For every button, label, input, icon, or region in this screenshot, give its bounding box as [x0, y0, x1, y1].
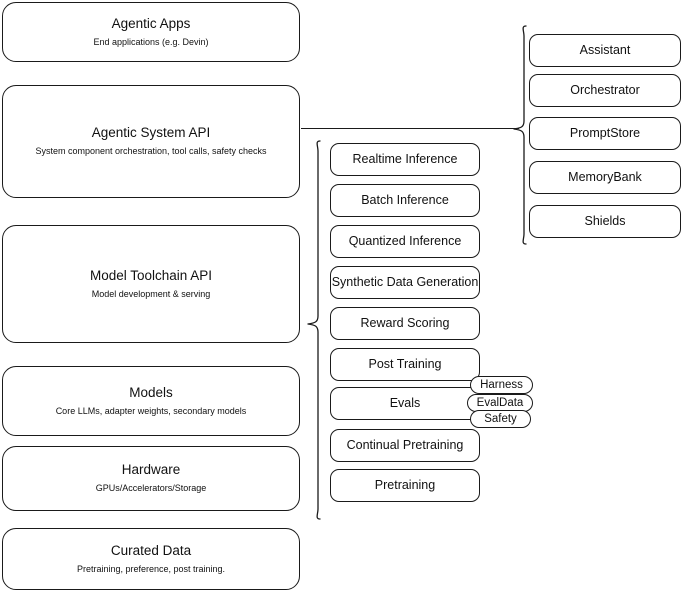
- component-box-evals[interactable]: Evals: [330, 387, 480, 420]
- component-label: Quantized Inference: [348, 233, 462, 248]
- component-label: MemoryBank: [568, 169, 642, 184]
- layer-box-models[interactable]: Models Core LLMs, adapter weights, secon…: [2, 366, 300, 436]
- layer-box-agentic-system-api[interactable]: Agentic System API System component orch…: [2, 85, 300, 198]
- component-box-reward-scoring[interactable]: Reward Scoring: [330, 307, 480, 340]
- component-box-orchestrator[interactable]: Orchestrator: [529, 74, 681, 107]
- component-label: Evals: [389, 395, 421, 410]
- component-box-post-training[interactable]: Post Training: [330, 348, 480, 381]
- component-box-quantized-inference[interactable]: Quantized Inference: [330, 225, 480, 258]
- connector-agentic-system-to-components: [301, 128, 519, 130]
- component-label: Reward Scoring: [360, 315, 450, 330]
- component-box-assistant[interactable]: Assistant: [529, 34, 681, 67]
- component-box-promptstore[interactable]: PromptStore: [529, 117, 681, 150]
- component-box-realtime-inference[interactable]: Realtime Inference: [330, 143, 480, 176]
- component-box-memorybank[interactable]: MemoryBank: [529, 161, 681, 194]
- component-label: Shields: [584, 213, 626, 228]
- component-box-pretraining[interactable]: Pretraining: [330, 469, 480, 502]
- layer-box-hardware[interactable]: Hardware GPUs/Accelerators/Storage: [2, 446, 300, 511]
- pill-label: Safety: [484, 413, 517, 425]
- layer-title: Curated Data: [110, 542, 192, 558]
- pill-label: Harness: [480, 379, 523, 391]
- component-box-continual-pretraining[interactable]: Continual Pretraining: [330, 429, 480, 462]
- component-box-synthetic-data-generation[interactable]: Synthetic Data Generation: [330, 266, 480, 299]
- brace-agentic-components: [513, 25, 527, 245]
- component-label: Continual Pretraining: [346, 437, 464, 452]
- layer-box-model-toolchain-api[interactable]: Model Toolchain API Model development & …: [2, 225, 300, 343]
- brace-toolchain: [307, 140, 321, 520]
- component-label: Synthetic Data Generation: [331, 274, 479, 289]
- layer-box-curated-data[interactable]: Curated Data Pretraining, preference, po…: [2, 528, 300, 590]
- component-label: Orchestrator: [570, 82, 640, 97]
- component-label: Realtime Inference: [352, 151, 458, 166]
- layer-title: Models: [129, 384, 173, 400]
- component-label: Post Training: [368, 356, 442, 371]
- layer-title: Model Toolchain API: [89, 267, 213, 283]
- pill-safety[interactable]: Safety: [470, 410, 531, 428]
- component-box-shields[interactable]: Shields: [529, 205, 681, 238]
- layer-box-agentic-apps[interactable]: Agentic Apps End applications (e.g. Devi…: [2, 2, 300, 62]
- layer-subtitle: End applications (e.g. Devin): [93, 36, 209, 47]
- component-label: Batch Inference: [361, 192, 449, 207]
- pill-harness[interactable]: Harness: [470, 376, 533, 394]
- layer-subtitle: Pretraining, preference, post training.: [76, 563, 226, 574]
- layer-title: Agentic System API: [91, 125, 211, 141]
- layer-subtitle: Core LLMs, adapter weights, secondary mo…: [55, 405, 247, 416]
- component-label: Pretraining: [374, 477, 436, 492]
- pill-label: EvalData: [476, 397, 524, 409]
- layer-title: Agentic Apps: [111, 15, 191, 31]
- component-label: PromptStore: [569, 125, 641, 140]
- layer-subtitle: GPUs/Accelerators/Storage: [95, 483, 207, 494]
- layer-title: Hardware: [121, 462, 181, 478]
- component-label: Assistant: [579, 42, 631, 57]
- component-box-batch-inference[interactable]: Batch Inference: [330, 184, 480, 217]
- layer-subtitle: Model development & serving: [91, 288, 211, 299]
- layer-subtitle: System component orchestration, tool cal…: [35, 146, 267, 157]
